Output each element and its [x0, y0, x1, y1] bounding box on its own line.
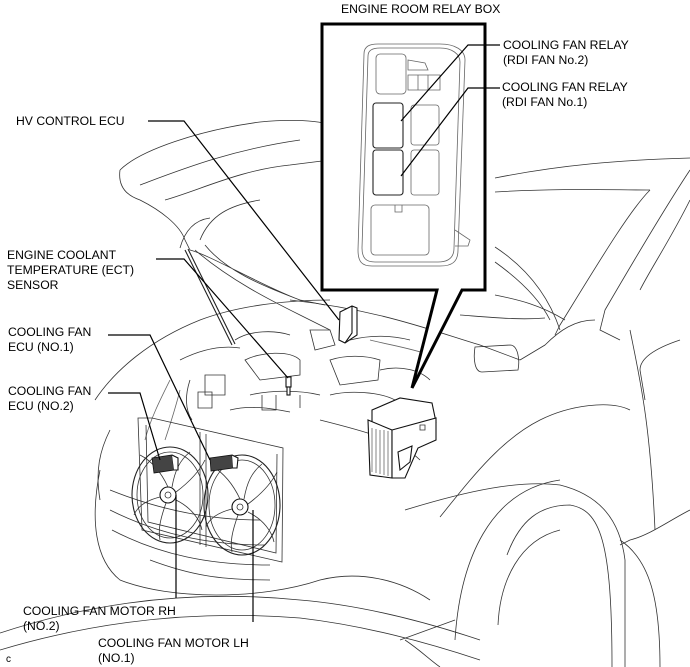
relay-box-part [367, 397, 437, 479]
front-bumper [94, 469, 431, 601]
hood [119, 120, 332, 306]
leader-cooling-fan-ecu-1 [108, 334, 211, 461]
front-fender [404, 404, 631, 667]
cooling-fan-ecu-no1-part [209, 454, 239, 472]
a-pillar [554, 169, 690, 341]
hood-inner-edge [179, 217, 331, 331]
label-ect-sensor: ENGINE COOLANT TEMPERATURE (ECT) SENSOR [7, 248, 135, 292]
cooling-fan-rh [131, 446, 209, 544]
relay-box-callout [320, 22, 487, 389]
ect-sensor-part [285, 376, 292, 396]
hv-control-ecu-part [338, 305, 358, 344]
wheel-arch [454, 479, 661, 667]
front-door-line [629, 329, 681, 531]
body-crossline [0, 595, 481, 661]
label-hv-control-ecu: HV CONTROL ECU [16, 114, 125, 128]
side-mirror [473, 319, 596, 373]
label-cooling-fan-relay-no2: COOLING FAN RELAY (RDI FAN No.2) [503, 38, 629, 67]
title-engine-room-relay-box: ENGINE ROOM RELAY BOX [341, 2, 501, 16]
leader-relay-2 [400, 44, 500, 122]
front-body-left [94, 299, 331, 501]
leader-cooling-fan-ecu-2 [108, 392, 161, 461]
cooling-fan-ecu-no2-part [151, 454, 179, 474]
wiper-area [459, 246, 566, 331]
leader-lines [108, 44, 500, 622]
label-cooling-fan-ecu-no2: COOLING FAN ECU (NO.2) [8, 384, 92, 413]
label-cooling-fan-motor-lh: COOLING FAN MOTOR LH (NO.1) [98, 636, 249, 665]
cooling-fan-lh [203, 454, 281, 556]
leader-ect-sensor [156, 258, 289, 379]
label-cooling-fan-motor-rh: COOLING FAN MOTOR RH (NO.2) [23, 604, 176, 633]
leader-hv-control-ecu [148, 120, 340, 321]
label-cooling-fan-relay-no1: COOLING FAN RELAY (RDI FAN No.1) [502, 80, 628, 109]
figure-code: C [6, 654, 11, 665]
leader-relay-1 [400, 87, 500, 177]
windshield-top [494, 157, 690, 193]
lower-body-line [399, 509, 690, 667]
label-cooling-fan-ecu-no1: COOLING FAN ECU (NO.1) [8, 325, 92, 354]
hood-support-rod [184, 248, 236, 346]
